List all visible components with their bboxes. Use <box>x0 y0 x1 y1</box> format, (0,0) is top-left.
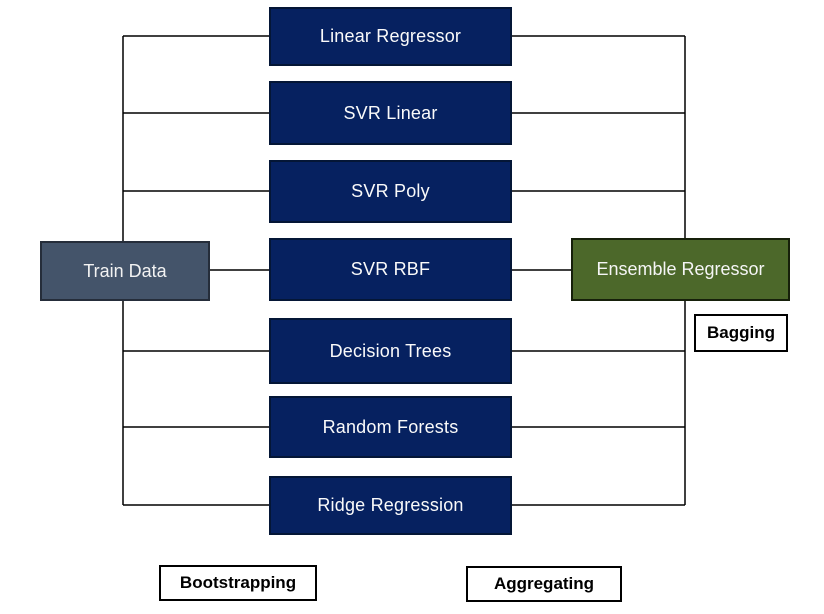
ensemble-regressor-box: Ensemble Regressor <box>571 238 790 301</box>
connector-group <box>122 35 686 506</box>
model-box-svr-rbf: SVR RBF <box>269 238 512 301</box>
bootstrapping-label: Bootstrapping <box>159 565 317 601</box>
model-box-svr-linear: SVR Linear <box>269 81 512 145</box>
model-box-ridge-regression: Ridge Regression <box>269 476 512 535</box>
model-box-random-forests: Random Forests <box>269 396 512 458</box>
model-box-svr-poly: SVR Poly <box>269 160 512 223</box>
aggregating-label: Aggregating <box>466 566 622 602</box>
model-box-decision-trees: Decision Trees <box>269 318 512 384</box>
bagging-label: Bagging <box>694 314 788 352</box>
train-data-box: Train Data <box>40 241 210 301</box>
model-box-linear-regressor: Linear Regressor <box>269 7 512 66</box>
